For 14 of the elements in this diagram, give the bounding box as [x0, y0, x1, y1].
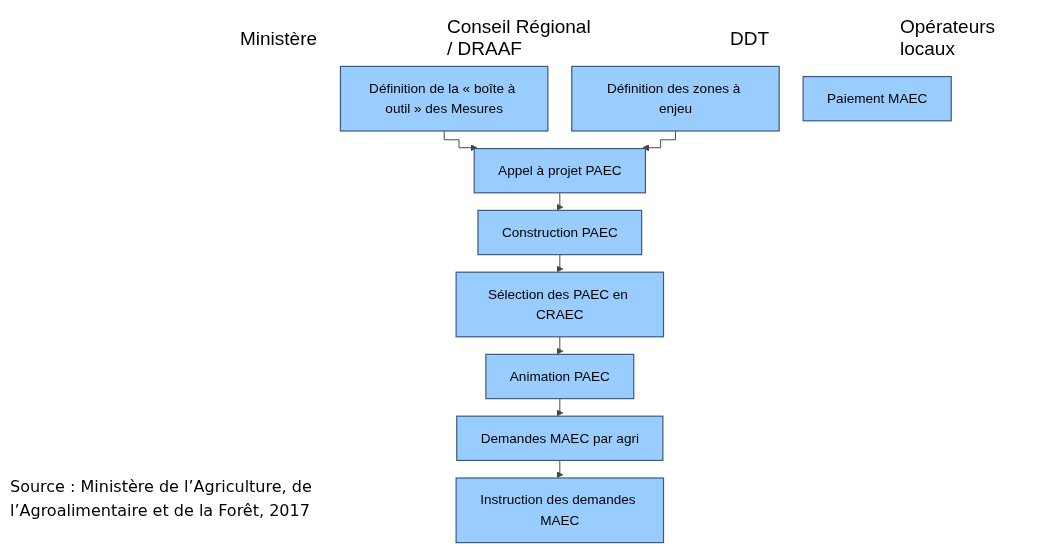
lane-header: DDT — [730, 28, 770, 50]
node-box: Animation PAEC — [485, 353, 635, 400]
source-caption: Source : Ministère de l’Agriculture, de l’Agroalimentaire et de la Forêt, 2017 — [10, 476, 313, 522]
node-box: Définition des zones à enjeu — [571, 65, 780, 132]
node-box: Appel à projet PAEC — [473, 147, 647, 194]
node-box: Demandes MAEC par agri — [456, 415, 664, 462]
node-box: Instruction des demandes MAEC — [455, 477, 665, 544]
lane-header: Opérateurs locaux — [900, 16, 997, 60]
lane-header: Conseil Régional / DRAAF — [447, 16, 592, 60]
node-box: Construction PAEC — [477, 209, 643, 256]
node-box: Définition de la « boîte à outil » des Mesures — [340, 65, 549, 132]
lane-header: Ministère — [240, 28, 318, 50]
node-box: Sélection des PAEC en CRAEC — [455, 271, 665, 338]
node-box: Paiement MAEC — [802, 75, 952, 122]
